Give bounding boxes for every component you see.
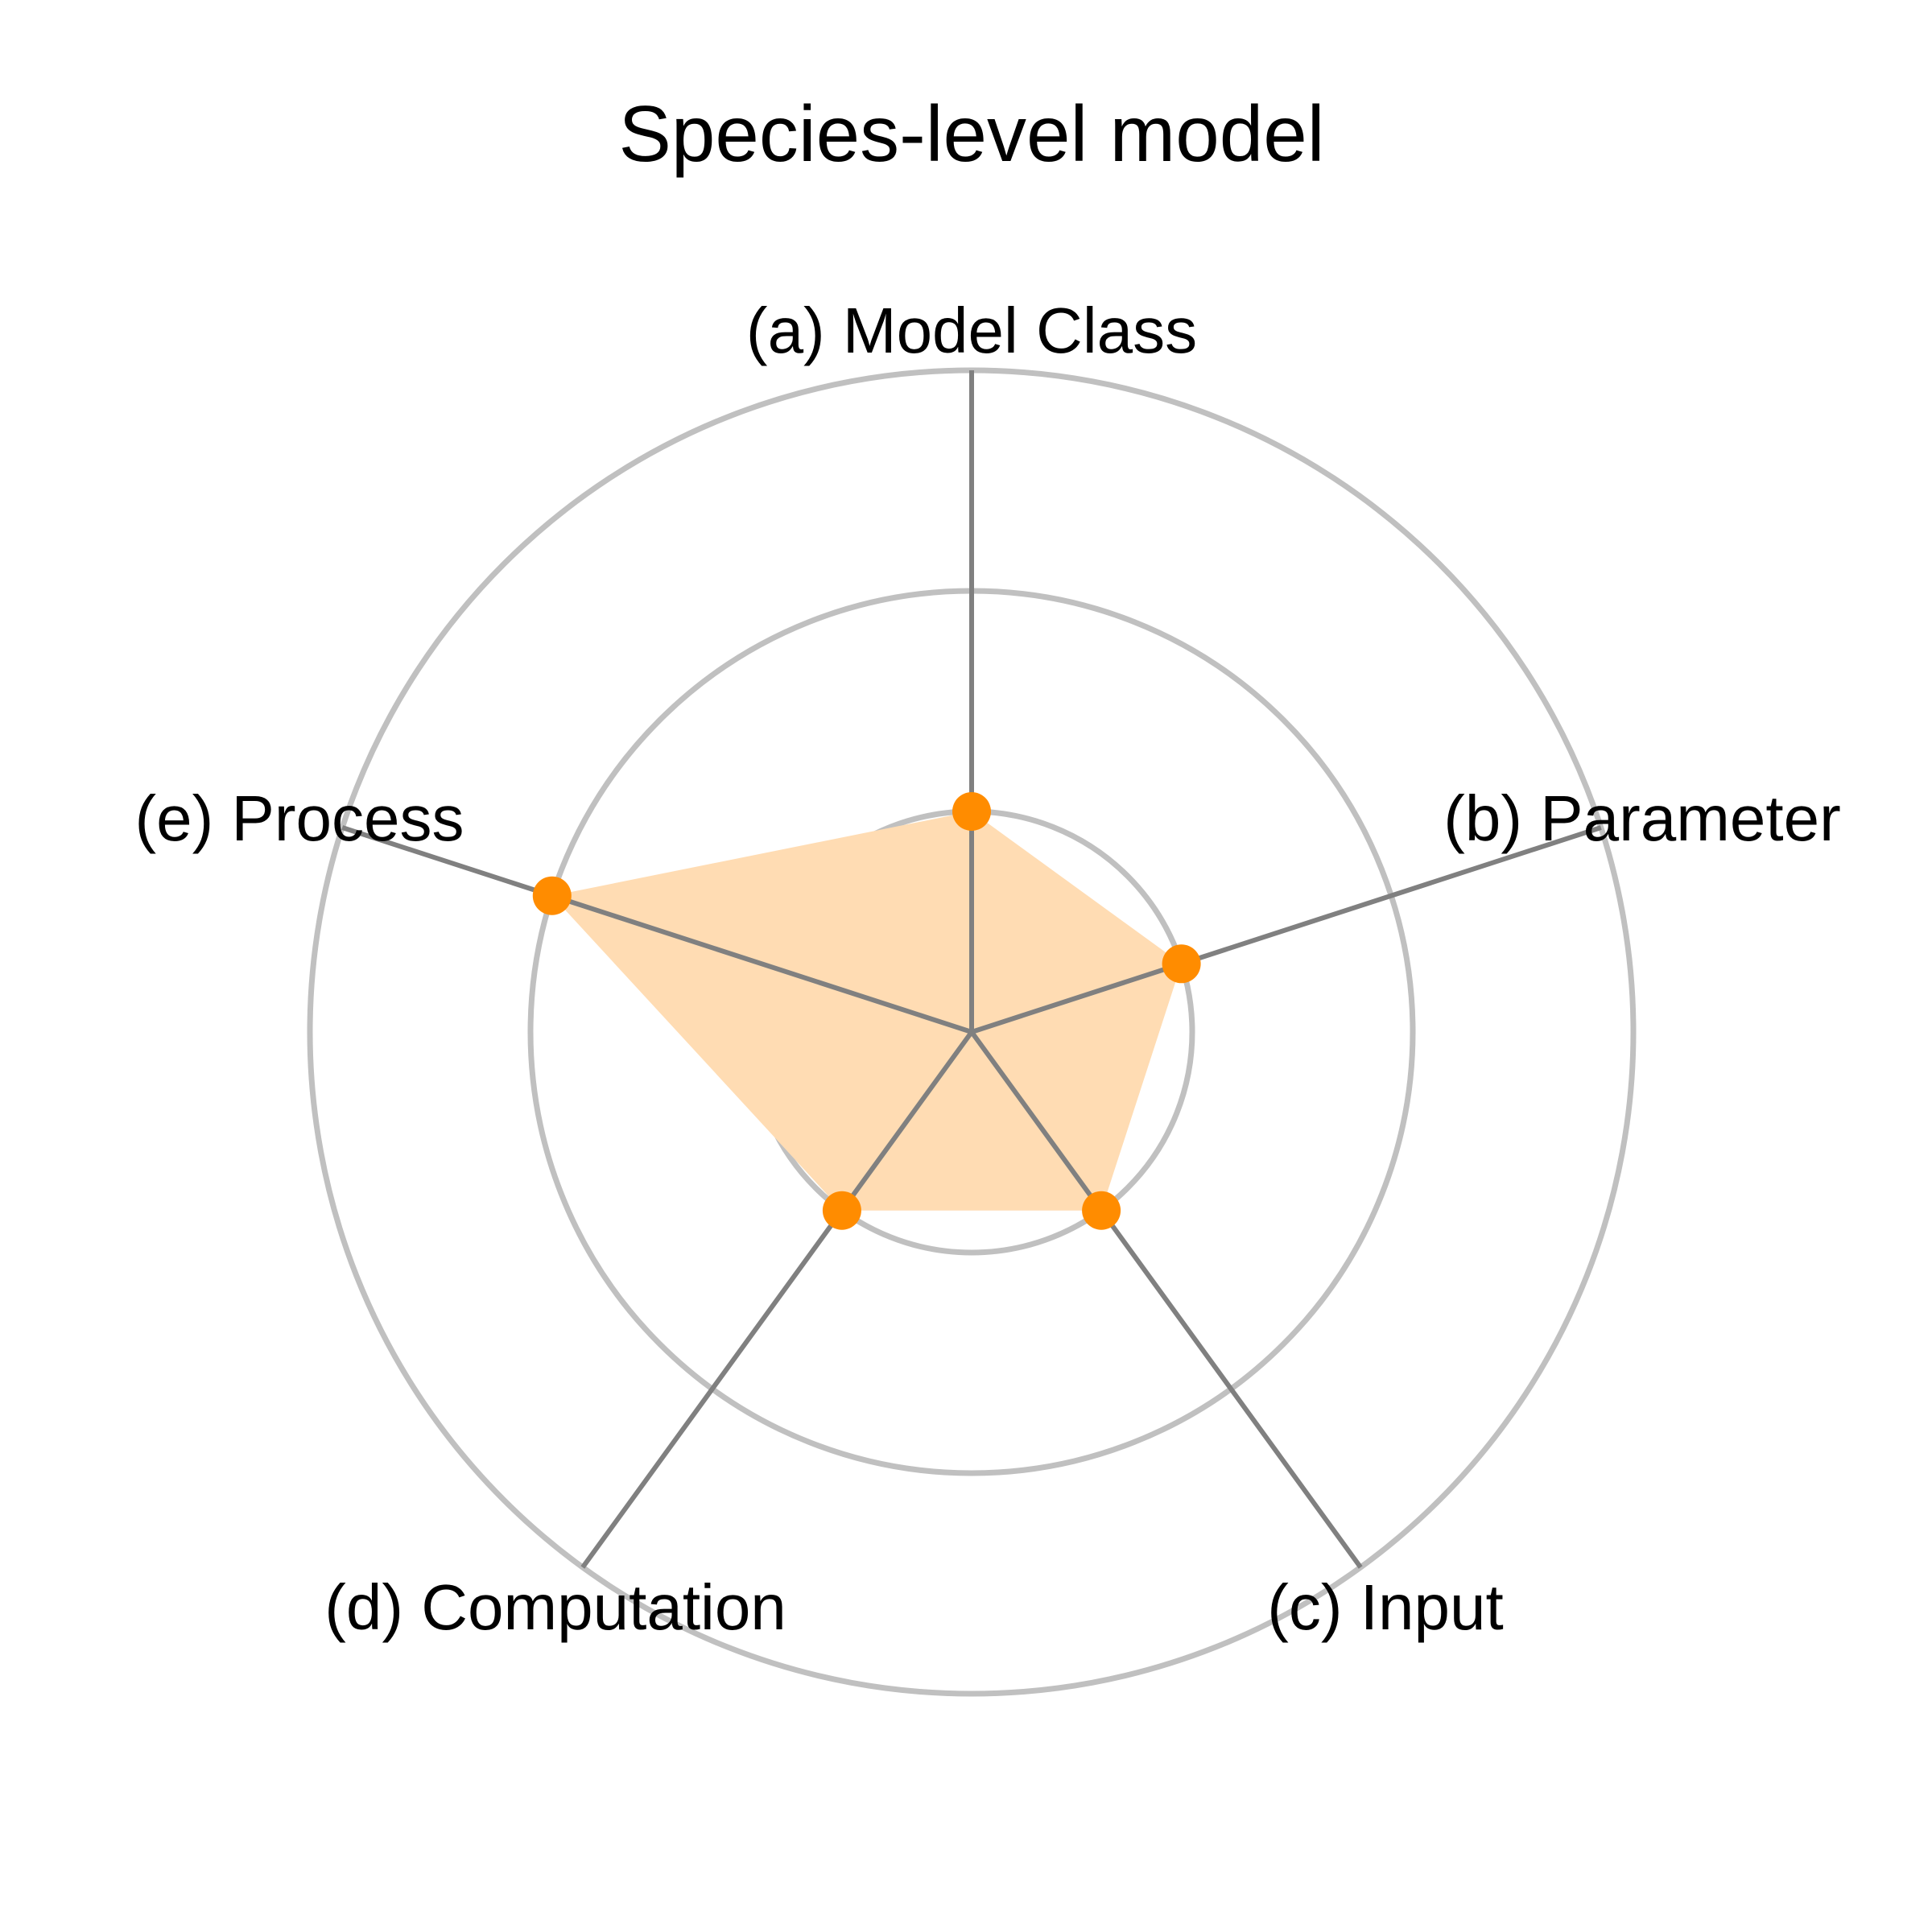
axis-label-1: (a) Model Class — [746, 295, 1197, 366]
radar-point-3 — [1082, 1191, 1121, 1230]
radar-point-4 — [822, 1191, 861, 1230]
radar-point-2 — [1162, 944, 1201, 984]
radar-spoke-4 — [580, 1030, 974, 1569]
axis-label-2: (b) Parameter — [1443, 782, 1840, 854]
axis-label-3: (c) Input — [1267, 1571, 1503, 1643]
radar-point-1 — [952, 792, 991, 831]
chart-title: Species-level model — [619, 89, 1325, 178]
radar-spoke-3 — [969, 1030, 1363, 1569]
radar-series-polygon — [551, 811, 1182, 1211]
radar-point-5 — [532, 876, 572, 915]
radar-series-area — [551, 811, 1182, 1211]
radar-spoke-2 — [971, 825, 1602, 1034]
radar-points — [532, 792, 1201, 1230]
radar-spoke-5 — [341, 825, 972, 1034]
axis-label-5: (e) Process — [135, 782, 464, 854]
axis-label-4: (d) Computation — [324, 1571, 786, 1643]
radar-spokes — [341, 370, 1602, 1569]
radar-axis-labels: (a) Model Class (b) Parameter (c) Input (d)… — [135, 295, 1841, 1643]
